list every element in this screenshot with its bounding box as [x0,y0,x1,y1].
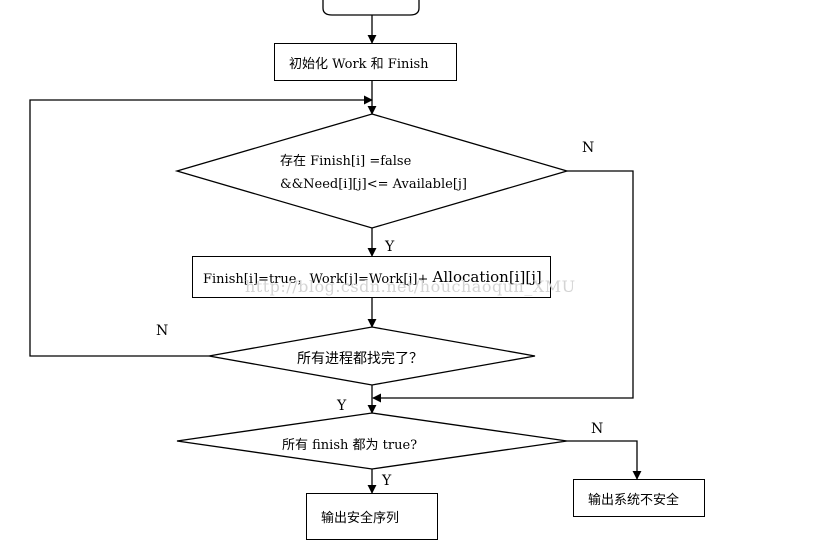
output-safe-box: 输出安全序列 [306,493,438,540]
branch-label-y-cond2: Y [337,398,347,414]
update-step-allocation: Allocation[i][j] [432,268,542,286]
branch-label-n-cond2: N [156,323,169,339]
start-terminal [322,0,420,16]
update-step-text: Finish[i]=true，Work[j]=Work[j]+ [203,271,433,287]
init-step: 初始化 Work 和 Finish [274,43,457,81]
update-step: Finish[i]=true，Work[j]=Work[j]+ Allocati… [192,256,551,298]
cond1-line2: &&Need[i][j]<= Available[j] [280,177,467,192]
cond3-label: 所有 finish 都为 true? [282,438,418,453]
loop-back-no [29,95,373,357]
arrow-cond1-no [372,170,634,403]
output-unsafe-box: 输出系统不安全 [573,479,705,517]
diamond-check-need [174,113,570,229]
branch-label-y-cond3: Y [382,473,392,489]
arrow-cond3-no [567,440,642,480]
init-step-label: 初始化 Work 和 Finish [289,56,429,72]
branch-label-n-cond3: N [591,421,604,437]
branch-label-y-cond1: Y [385,239,395,255]
output-safe-label: 输出安全序列 [321,511,400,526]
output-unsafe-label: 输出系统不安全 [588,492,680,508]
cond1-line1: 存在 Finish[i] =false [280,154,412,169]
branch-label-n-cond1: N [582,140,595,156]
cond2-label: 所有进程都找完了？ [297,351,423,367]
